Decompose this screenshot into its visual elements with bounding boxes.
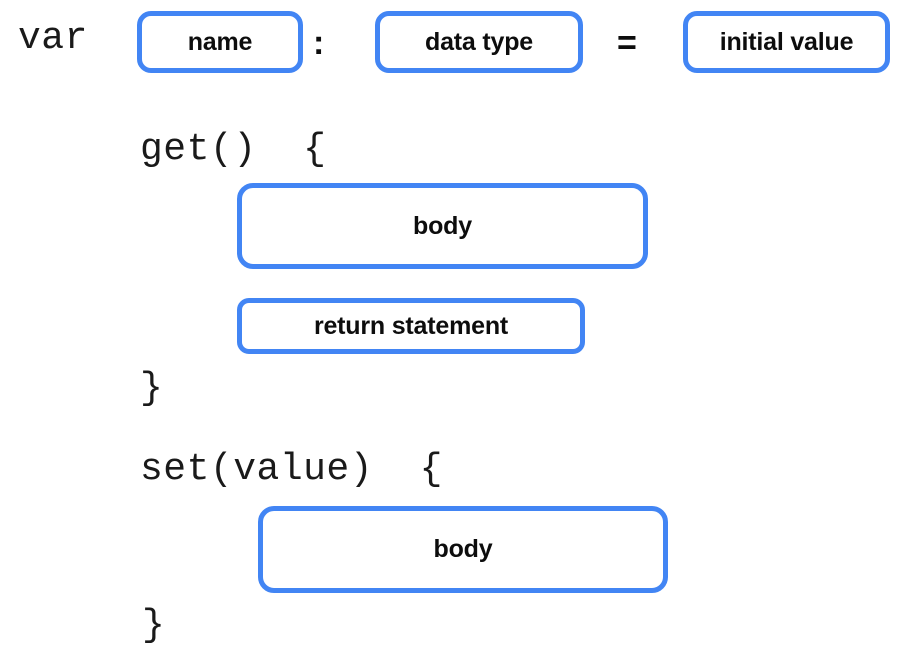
colon-separator: : [313,24,325,62]
slot-name[interactable]: name [137,11,303,73]
slot-getter-body-label: body [413,211,472,240]
slot-return-statement[interactable]: return statement [237,298,585,354]
slot-initial-value-label: initial value [719,27,854,56]
setter-closing-brace: } [142,604,166,647]
slot-setter-body[interactable]: body [258,506,668,593]
setter-header: set(value) { [140,448,443,491]
slot-initial-value[interactable]: initial value [683,11,890,73]
getter-closing-brace: } [140,367,164,410]
slot-return-statement-label: return statement [313,311,509,340]
equals-operator: = [617,24,637,62]
keyword-var: var [18,17,88,60]
slot-data-type[interactable]: data type [375,11,583,73]
slot-setter-body-label: body [433,535,493,563]
slot-data-type-label: data type [425,27,533,56]
slot-getter-body[interactable]: body [237,183,648,269]
slot-name-label: name [187,27,253,56]
getter-header: get() { [140,128,327,171]
